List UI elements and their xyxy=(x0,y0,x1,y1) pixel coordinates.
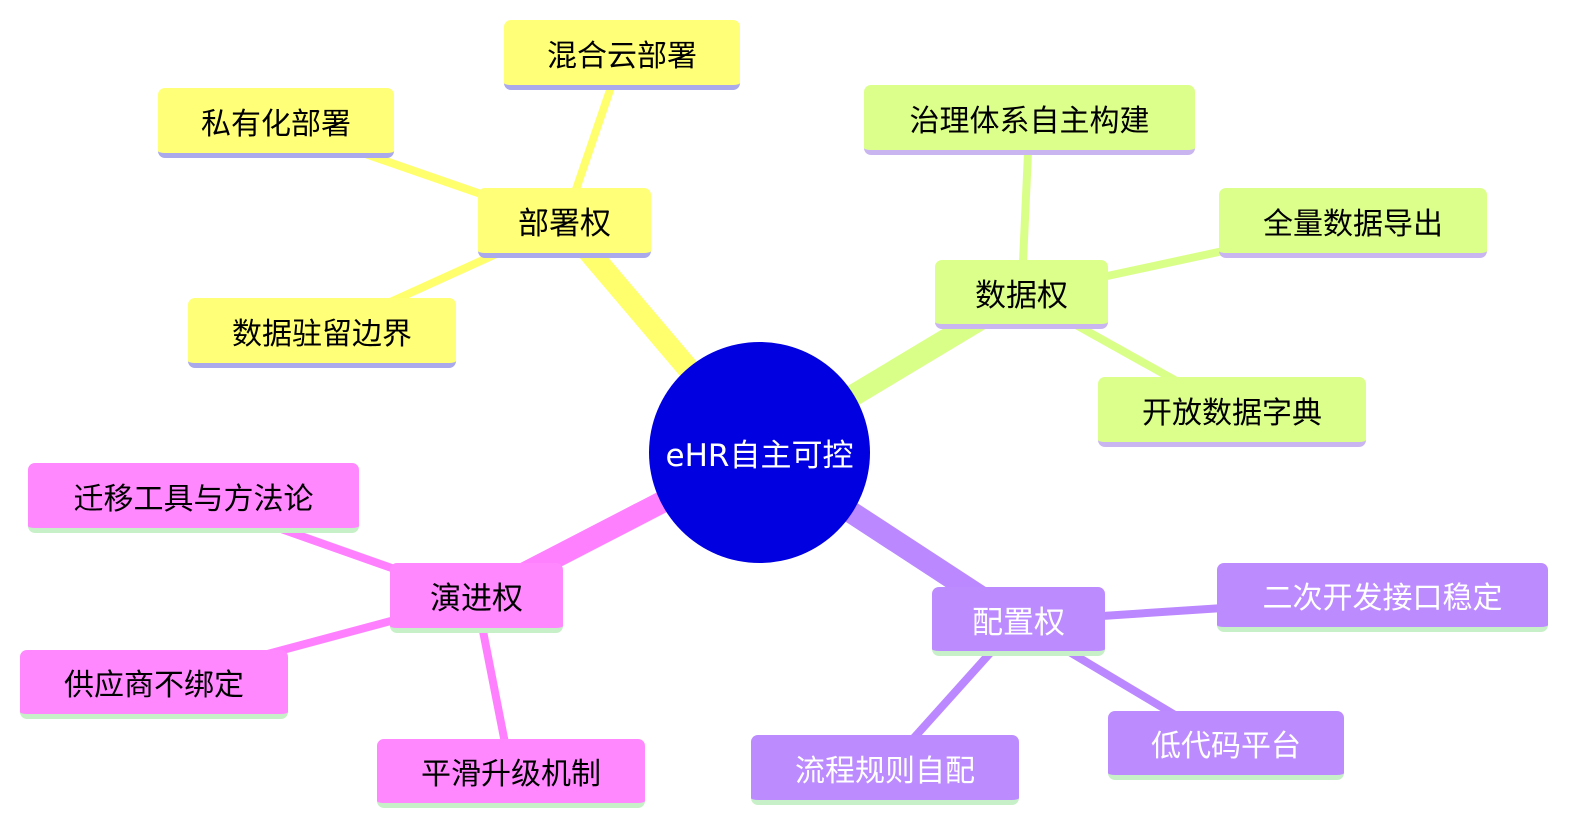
leaf-node-governance[interactable]: 治理体系自主构建 xyxy=(864,85,1195,155)
root-label: eHR自主可控 xyxy=(665,438,854,474)
branch-node-deploy[interactable]: 部署权 xyxy=(478,188,651,258)
leaf-label: 二次开发接口稳定 xyxy=(1262,581,1503,616)
leaf-node-private-deploy[interactable]: 私有化部署 xyxy=(158,88,394,158)
branch-node-evolve[interactable]: 演进权 xyxy=(390,563,563,633)
leaf-label: 全量数据导出 xyxy=(1263,206,1443,242)
leaf-node-open-dictionary[interactable]: 开放数据字典 xyxy=(1098,377,1366,447)
leaf-node-dev-interface[interactable]: 二次开发接口稳定 xyxy=(1217,563,1548,632)
leaf-node-smooth-upgrade[interactable]: 平滑升级机制 xyxy=(377,739,645,808)
leaf-node-vendor-neutral[interactable]: 供应商不绑定 xyxy=(20,650,288,719)
leaf-label: 开放数据字典 xyxy=(1142,395,1322,431)
leaf-node-low-code[interactable]: 低代码平台 xyxy=(1108,711,1344,780)
branch-node-config[interactable]: 配置权 xyxy=(932,587,1105,656)
leaf-label: 迁移工具与方法论 xyxy=(73,481,314,517)
branch-label: 演进权 xyxy=(430,581,523,617)
leaf-label: 供应商不绑定 xyxy=(64,668,244,703)
leaf-label: 私有化部署 xyxy=(201,106,351,142)
leaf-node-migration-tools[interactable]: 迁移工具与方法论 xyxy=(28,463,359,533)
leaf-node-hybrid-cloud[interactable]: 混合云部署 xyxy=(504,20,740,90)
leaf-label: 流程规则自配 xyxy=(795,753,975,789)
leaf-label: 治理体系自主构建 xyxy=(909,103,1150,139)
leaf-label: 混合云部署 xyxy=(547,38,697,74)
branch-label: 配置权 xyxy=(972,604,1065,641)
leaf-node-data-residency[interactable]: 数据驻留边界 xyxy=(188,298,456,368)
branch-node-data[interactable]: 数据权 xyxy=(935,260,1108,329)
leaf-node-full-export[interactable]: 全量数据导出 xyxy=(1219,188,1487,258)
leaf-label: 数据驻留边界 xyxy=(232,316,412,352)
branch-label: 部署权 xyxy=(518,206,611,242)
leaf-node-process-rules[interactable]: 流程规则自配 xyxy=(751,735,1019,805)
leaf-label: 平滑升级机制 xyxy=(421,757,601,792)
root-node[interactable]: eHR自主可控 xyxy=(649,342,870,563)
leaf-label: 低代码平台 xyxy=(1151,729,1301,764)
branch-label: 数据权 xyxy=(975,277,1068,314)
